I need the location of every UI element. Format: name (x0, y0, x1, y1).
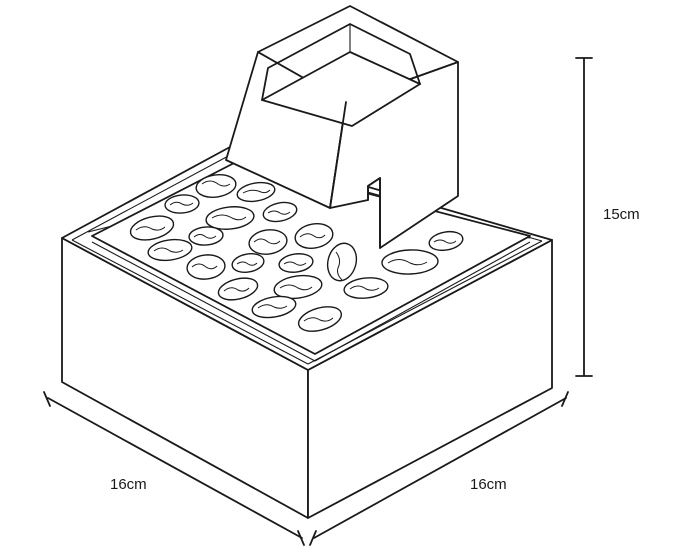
width-right-dimension: 16cm (309, 391, 569, 546)
tray-front-lip (91, 241, 531, 362)
width-left-tick-start (43, 391, 51, 407)
pebble (147, 238, 193, 262)
width-left-label: 16cm (110, 476, 147, 493)
width-right-tick-end (561, 391, 569, 407)
pebble (428, 230, 464, 252)
pebble (326, 242, 358, 282)
pebble (236, 181, 276, 203)
pebble (273, 274, 323, 300)
height-label: 15cm (603, 206, 640, 223)
pebble (251, 295, 297, 319)
pebble (188, 226, 224, 246)
pebble (231, 253, 265, 273)
pebble (294, 223, 334, 249)
spout-notch (367, 177, 381, 249)
pebble (278, 253, 314, 273)
width-left-dimension-line (47, 397, 303, 539)
pebble (217, 277, 259, 301)
spout-tower (225, 5, 459, 249)
width-right-tick-start (309, 530, 317, 546)
pebble (186, 254, 226, 280)
rim-ledge-left (71, 239, 543, 365)
width-left-dimension: 16cm (43, 391, 305, 546)
width-right-dimension-line (313, 397, 567, 539)
tower-edge (329, 101, 347, 209)
pebble (381, 249, 439, 275)
pebble (262, 201, 298, 223)
width-left-tick-end (297, 530, 305, 546)
pebble (205, 206, 255, 230)
width-right-label: 16cm (470, 476, 507, 493)
pebble (248, 229, 288, 255)
pebble (129, 215, 175, 241)
tray-front-edge (91, 235, 531, 355)
pebble (343, 277, 389, 299)
pebble (297, 306, 343, 332)
pebble (164, 194, 200, 214)
height-dimension: 15cm (575, 57, 640, 377)
pebbles (129, 174, 464, 332)
pebble (195, 174, 237, 198)
